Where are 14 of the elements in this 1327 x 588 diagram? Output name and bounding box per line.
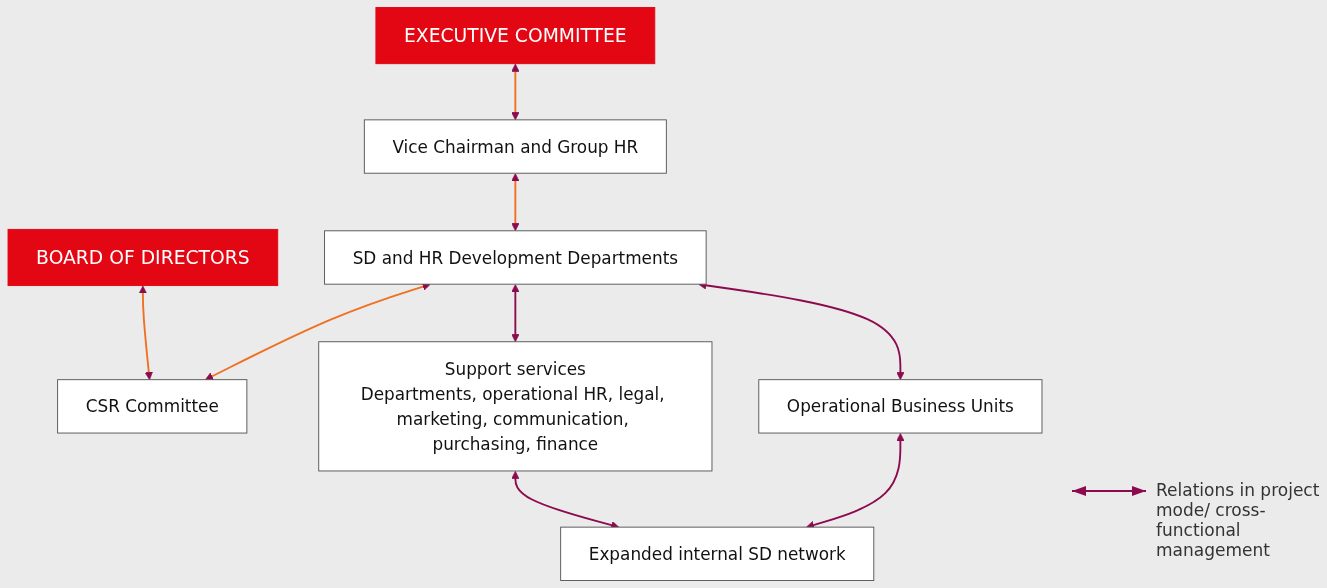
node-box: Support services Departments, operational HR, legal, marketing, communication, purchasing, finance [318, 341, 713, 472]
node-box: SD and HR Development Departments [324, 230, 707, 285]
node-box: Vice Chairman and Group HR [363, 119, 667, 174]
node-box: Operational Business Units [758, 379, 1043, 434]
arrow [806, 433, 905, 529]
legend-text: Relations in project mode/ cross-functional management [1156, 480, 1320, 560]
arrow [511, 284, 520, 343]
arrow [138, 285, 153, 381]
node-box: CSR Committee [57, 379, 248, 434]
node-box: BOARD OF DIRECTORS [7, 228, 279, 287]
arrow [511, 173, 520, 232]
node-box: Expanded internal SD network [560, 526, 875, 581]
node-box: EXECUTIVE COMMITTEE [375, 7, 656, 65]
arrow [511, 63, 520, 121]
